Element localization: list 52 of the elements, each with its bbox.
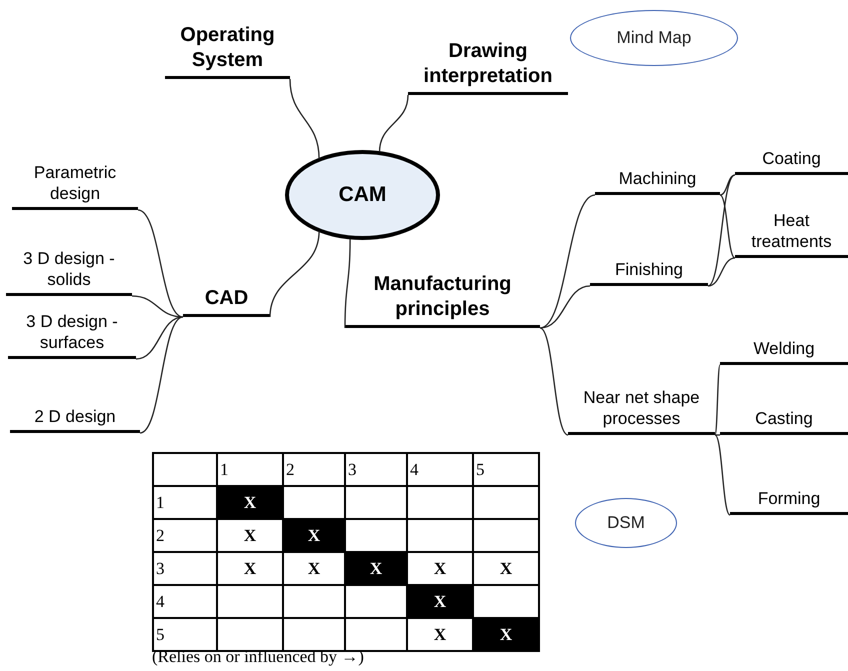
diagonal-cell: X xyxy=(283,519,345,552)
connector-line xyxy=(720,194,736,259)
column-header-cell: 3 xyxy=(345,453,407,486)
connector-line xyxy=(132,295,184,318)
connector-line xyxy=(540,194,596,329)
connector-line xyxy=(540,327,568,436)
connector-line xyxy=(720,174,736,196)
connector-line xyxy=(714,364,721,436)
diagonal-cell: X xyxy=(473,618,539,651)
row-header-cell: 2 xyxy=(153,519,217,552)
row-header-cell: 5 xyxy=(153,618,217,651)
row-header-cell: 4 xyxy=(153,585,217,618)
connector-line xyxy=(708,257,736,287)
diagonal-cell: X xyxy=(407,585,473,618)
connector-line xyxy=(289,78,320,160)
row-header-cell: 3 xyxy=(153,552,217,585)
topic-label: Operating System xyxy=(165,10,290,79)
column-header-cell: 5 xyxy=(473,453,539,486)
diagonal-cell: X xyxy=(217,486,283,519)
topic-label: 3 D design - solids xyxy=(6,232,132,296)
topic-label: Coating xyxy=(735,136,848,175)
topic-label: Parametric design xyxy=(12,146,138,210)
connector-line xyxy=(540,285,590,329)
topic-label: 2 D design xyxy=(10,396,140,433)
topic-label: Forming xyxy=(730,476,848,515)
topic-label: CAD xyxy=(183,278,270,317)
column-header-cell: 4 xyxy=(407,453,473,486)
topic-label: Drawing interpretation xyxy=(408,24,568,95)
topic-label: Machining xyxy=(595,158,720,195)
matrix-cell: X xyxy=(217,552,283,585)
topic-label: Finishing xyxy=(590,248,708,286)
topic-label: Welding xyxy=(720,326,848,365)
matrix-cell: X xyxy=(473,552,539,585)
topic-label: Casting xyxy=(720,396,848,435)
connector-line xyxy=(138,209,184,318)
column-header-cell: 2 xyxy=(283,453,345,486)
connector-line xyxy=(715,434,720,436)
connector-line xyxy=(269,230,320,318)
tag-ellipse: DSM xyxy=(575,498,677,548)
topic-label: Heat treatments xyxy=(735,192,848,258)
diagonal-cell: X xyxy=(345,552,407,585)
topic-label: Manufacturing principles xyxy=(345,256,540,328)
tag-ellipse: Mind Map xyxy=(570,10,738,66)
connector-line xyxy=(136,316,184,360)
connector-line xyxy=(708,174,736,287)
central-topic-ellipse: CAM xyxy=(285,150,440,240)
connector-line xyxy=(140,316,184,434)
connector-line xyxy=(344,239,351,328)
connector-line xyxy=(378,94,409,152)
topic-label: Near net shape processes xyxy=(568,340,715,435)
topic-label: 3 D design - surfaces xyxy=(8,294,136,359)
connector-line xyxy=(714,434,730,516)
